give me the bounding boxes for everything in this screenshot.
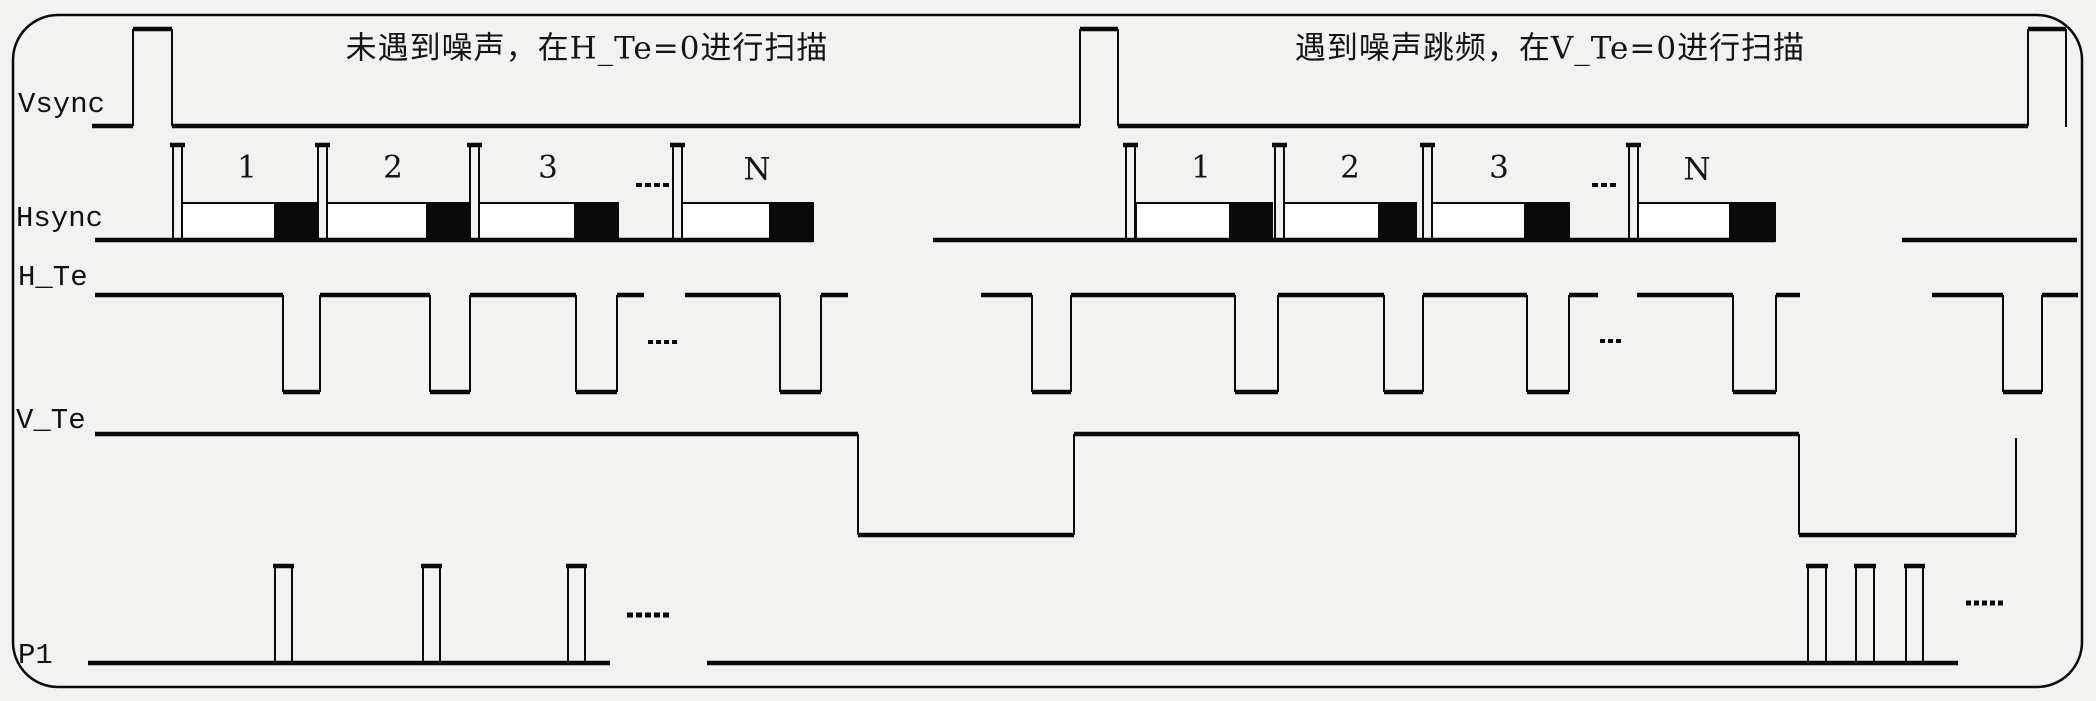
hsync-cycle-number: 3 (538, 149, 558, 186)
hsync-cycle-number: 2 (383, 149, 403, 186)
hsync-cycle-number: N (743, 151, 771, 188)
signal-label-vsync: Vsync (18, 88, 106, 121)
hsync-cycle-number: 2 (1340, 149, 1360, 186)
signal-label-h-te: H_Te (18, 261, 88, 294)
annotation-no-noise: 未遇到噪声，在H_Te=0进行扫描 (345, 30, 829, 67)
signal-label-v-te: V_Te (16, 404, 86, 437)
hsync-cycle-number: 3 (1489, 149, 1509, 186)
figure-border (11, 13, 2084, 689)
hsync-cycle-number: 1 (1191, 149, 1211, 186)
hsync-cycle-number: N (1683, 151, 1711, 188)
signal-label-hsync: Hsync (16, 202, 104, 235)
signal-label-p1: P1 (18, 639, 53, 672)
hsync-cycle-number: 1 (237, 149, 257, 186)
annotation-noise-hop: 遇到噪声跳频，在V_Te=0进行扫描 (1294, 30, 1806, 67)
